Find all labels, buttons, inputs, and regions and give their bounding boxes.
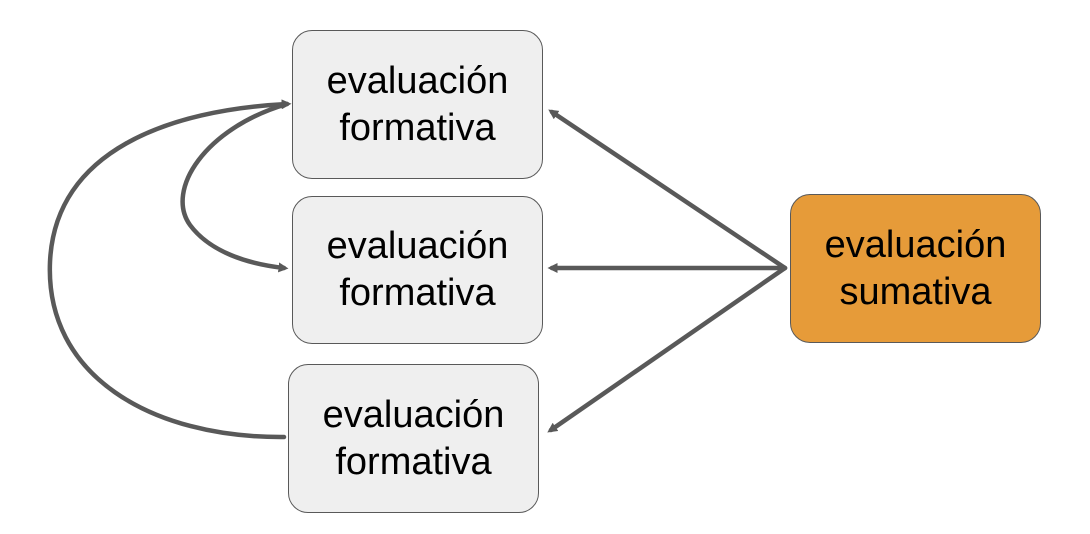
summative-evaluation-node: evaluación sumativa <box>790 194 1041 343</box>
arrow-formative-3-to-formative-1 <box>47 99 292 440</box>
node-label-line1: evaluación <box>326 59 509 102</box>
node-label-line1: evaluación <box>824 223 1007 266</box>
arrow-formative-1-to-formative-2 <box>180 101 290 273</box>
arrow-summative-to-formative-3 <box>547 265 788 433</box>
formative-evaluation-node-2: evaluación formativa <box>292 196 543 344</box>
node-label-line1: evaluación <box>326 225 509 267</box>
formative-evaluation-node-3: evaluación formativa <box>288 364 539 513</box>
node-label-line2: sumativa <box>839 270 992 313</box>
node-label-line1: evaluación <box>322 393 505 436</box>
formative-evaluation-node-1: evaluación formativa <box>292 30 543 179</box>
node-label-line2: formativa <box>339 106 496 149</box>
connectors <box>47 99 788 440</box>
node-label-line2: formativa <box>335 440 492 483</box>
arrow-summative-to-formative-1 <box>548 109 788 271</box>
node-label-line2: formativa <box>339 272 496 314</box>
